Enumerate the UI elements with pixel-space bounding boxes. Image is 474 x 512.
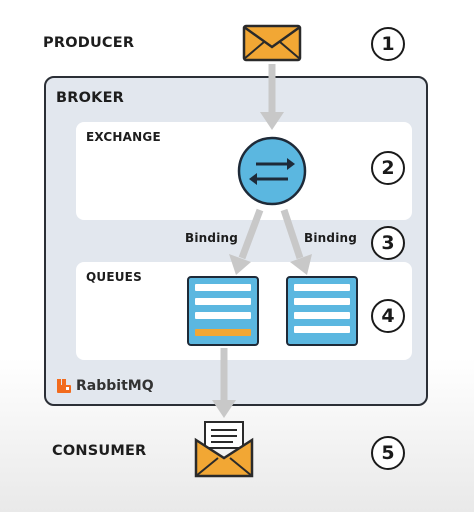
queue-1-slot <box>195 312 251 319</box>
binding-arrow-right-icon <box>280 208 312 275</box>
rabbitmq-label: RabbitMQ <box>76 378 154 394</box>
producer-label: PRODUCER <box>43 35 135 51</box>
queue-1-slot <box>195 298 251 305</box>
exchange-label: EXCHANGE <box>86 130 161 144</box>
exchange-arrows-icon <box>237 136 307 206</box>
queue-2 <box>286 276 358 346</box>
rabbitmq-brand: RabbitMQ <box>56 378 154 394</box>
open-envelope-icon <box>194 421 254 478</box>
binding-arrow-left-icon <box>229 208 264 275</box>
queue-1-slot <box>195 284 251 291</box>
queue-2-slot <box>294 284 350 291</box>
arrow-down-icon <box>260 64 284 130</box>
queue-1 <box>187 276 259 346</box>
queue-2-slot <box>294 326 350 333</box>
rabbitmq-logo-icon <box>56 378 72 394</box>
broker-label: BROKER <box>56 90 125 106</box>
step-3-badge: 3 <box>371 226 405 260</box>
queue-2-slot <box>294 312 350 319</box>
step-2-badge: 2 <box>371 151 405 185</box>
queue-1-message <box>195 329 251 336</box>
step-5-badge: 5 <box>371 436 405 470</box>
queue-2-slot <box>294 298 350 305</box>
consumer-label: CONSUMER <box>52 443 147 459</box>
arrow-down-consumer-icon <box>212 348 236 418</box>
binding-right-label: Binding <box>304 231 358 245</box>
binding-left-label: Binding <box>185 231 239 245</box>
step-1-badge: 1 <box>371 27 405 61</box>
queues-label: QUEUES <box>86 270 142 284</box>
step-4-badge: 4 <box>371 299 405 333</box>
